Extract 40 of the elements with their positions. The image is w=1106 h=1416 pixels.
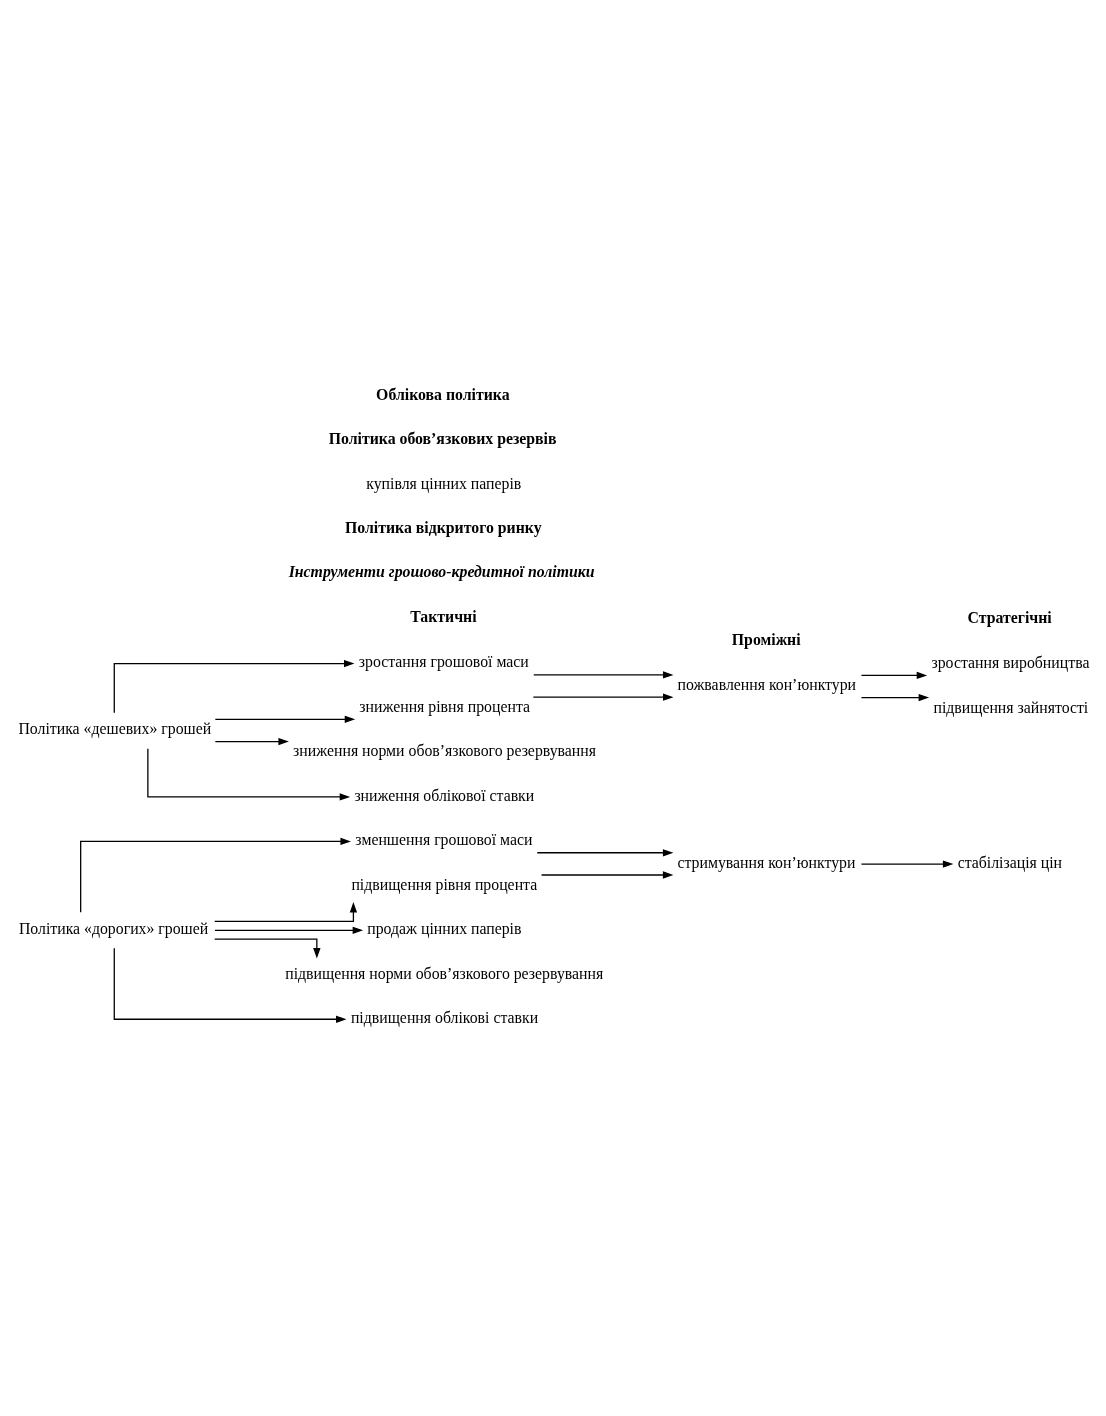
node-text: Політика «дешевих» грошей xyxy=(18,720,212,738)
node-text: зниження облікової ставки xyxy=(354,786,535,804)
node-text: стабілізація цін xyxy=(957,853,1063,871)
arrow xyxy=(214,715,356,724)
node-text: Політика «дорогих» грошей xyxy=(18,920,209,938)
arrow xyxy=(860,860,954,868)
node-text: зменшення грошової маси xyxy=(355,831,533,849)
label: Проміжні xyxy=(731,630,801,648)
arrow xyxy=(113,659,355,714)
arrow xyxy=(80,837,351,913)
label: Інструменти грошово-кредитної політики xyxy=(288,563,595,581)
node-text: зростання грошової маси xyxy=(358,653,529,671)
arrow xyxy=(532,693,674,701)
arrow xyxy=(214,902,358,923)
arrow xyxy=(540,871,674,879)
node-text: продаж цінних паперів xyxy=(367,920,522,938)
label: Політика відкритого ринку xyxy=(345,518,542,536)
arrow xyxy=(147,748,351,801)
node-text: зниження норми обов’язкового резервування xyxy=(293,742,597,760)
arrow xyxy=(214,926,364,934)
node-text: зростання виробництва xyxy=(931,654,1090,672)
arrow xyxy=(214,938,321,959)
node-text: купівля цінних паперів xyxy=(366,475,522,493)
node-text: підвищення зайнятості xyxy=(933,698,1089,716)
label: Тактичні xyxy=(410,607,477,625)
arrow xyxy=(533,671,674,679)
arrow xyxy=(860,693,930,702)
node-text: зниження рівня процента xyxy=(359,697,531,715)
node-text: підвищення рівня процента xyxy=(351,875,538,893)
label: Політика обов’язкових резервів xyxy=(328,429,557,447)
label: Стратегічні xyxy=(967,608,1052,626)
arrow xyxy=(536,849,674,857)
node-text: підвищення норми обов’язкового резервування xyxy=(285,964,604,982)
arrow xyxy=(860,671,928,680)
node-text: пожвавлення кон’юнктури xyxy=(677,676,857,694)
arrow xyxy=(113,947,347,1023)
label: Облікова політика xyxy=(376,385,510,403)
node-text: підвищення облікові ставки xyxy=(350,1009,539,1027)
node-text: стримування кон’юнктури xyxy=(677,853,856,871)
arrow xyxy=(214,737,289,746)
